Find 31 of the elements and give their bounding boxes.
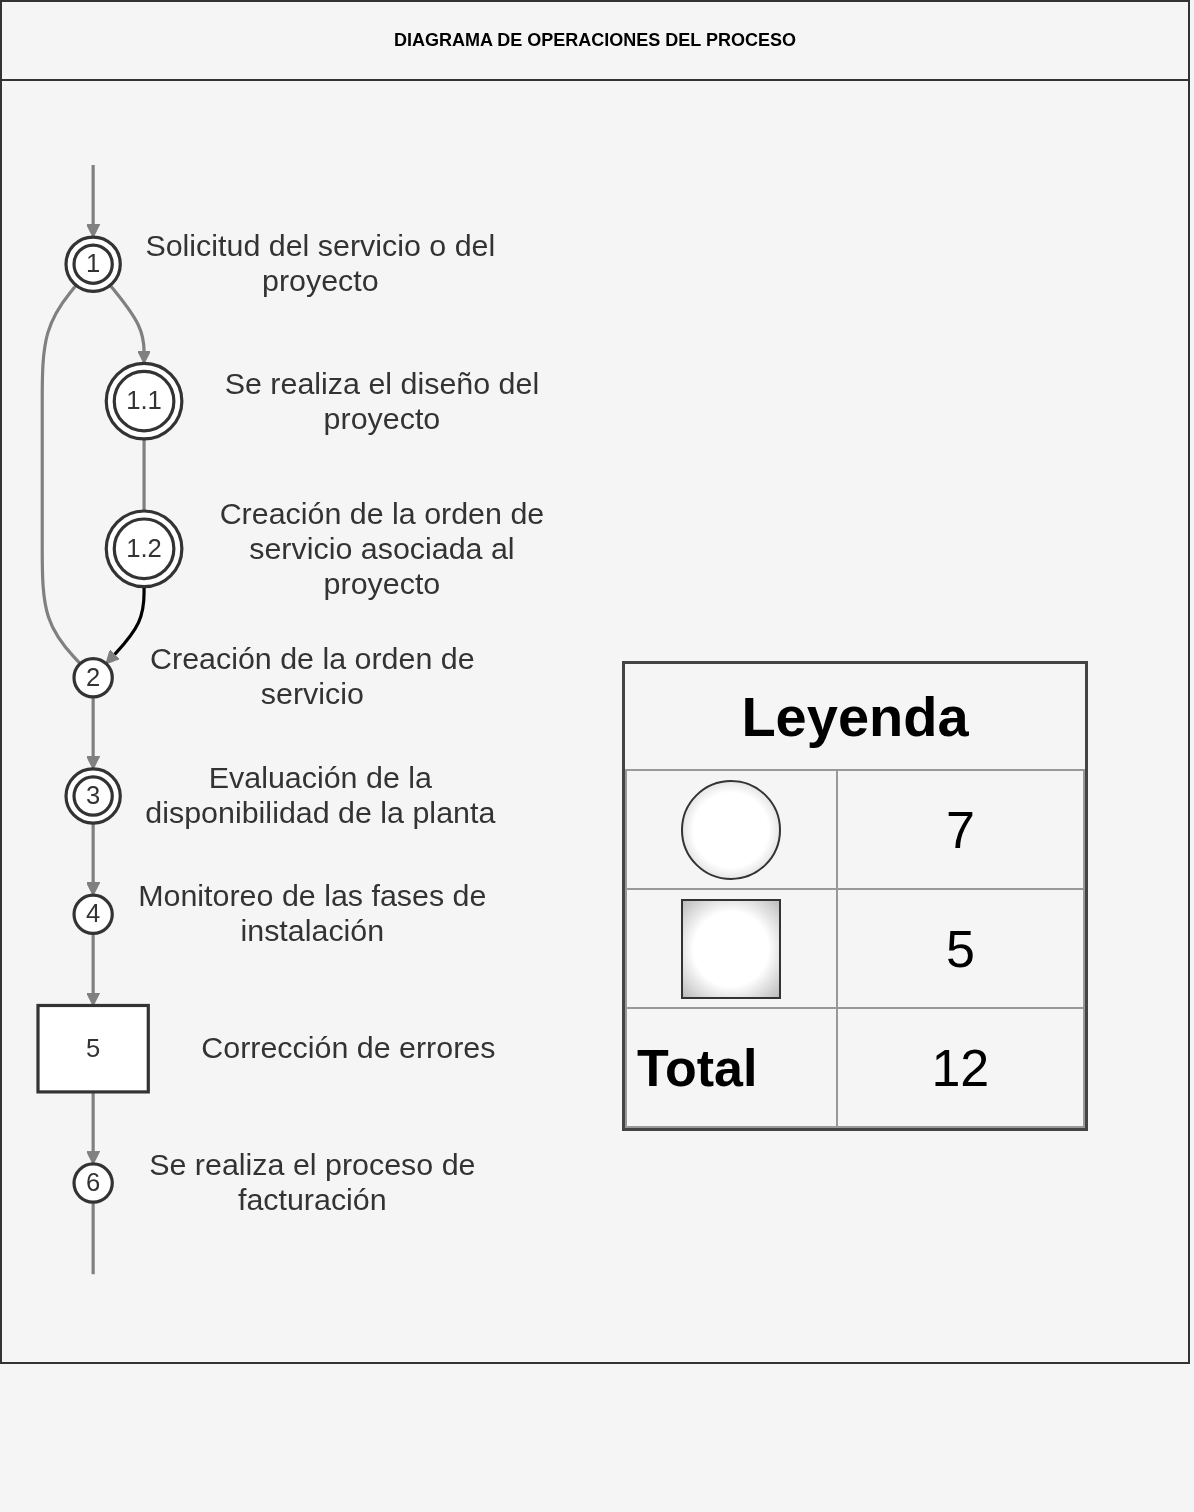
- step-description: Solicitud del servicio o del proyecto: [144, 227, 497, 300]
- arrow: [86, 823, 101, 896]
- step-description: Evaluación de la disponibilidad de la planta: [144, 759, 497, 832]
- node-circle: 6: [72, 1162, 114, 1204]
- node-circle: 1.2: [104, 509, 184, 589]
- diagram-title: DIAGRAMA DE OPERACIONES DEL PROCESO: [2, 2, 1188, 81]
- connector: [40, 284, 82, 665]
- step-description: Monitoreo de las fases de instalación: [137, 878, 488, 950]
- count-cell: 7: [836, 770, 1084, 889]
- node-circle: 4: [72, 893, 114, 936]
- step-description: Creación de la orden de servicio: [149, 641, 476, 714]
- node-circle: 1: [64, 235, 122, 293]
- legend-heading: Leyenda: [740, 684, 970, 750]
- connector: [91, 1202, 95, 1275]
- node-circle: 3: [64, 767, 122, 825]
- node-circle: 2: [72, 657, 114, 699]
- total-label: Total: [626, 1008, 837, 1127]
- arrow: [86, 696, 101, 770]
- arrow: [86, 165, 101, 238]
- connector: [142, 438, 146, 511]
- step-description: Se realiza el proceso de facturación: [148, 1146, 477, 1219]
- total-count: 12: [836, 1008, 1084, 1127]
- node-circle: 1.1: [104, 361, 184, 441]
- step-description: Corrección de errores: [200, 1030, 497, 1067]
- count-cell: 5: [836, 889, 1084, 1008]
- node-box: 5: [36, 1003, 150, 1094]
- step-description: Se realiza el diseño del proyecto: [223, 364, 541, 437]
- arrow: [108, 284, 152, 364]
- step-description: Creación de la orden de servicio asociada al proyecto: [218, 494, 546, 602]
- arrow: [105, 586, 146, 665]
- arrow: [86, 1091, 101, 1165]
